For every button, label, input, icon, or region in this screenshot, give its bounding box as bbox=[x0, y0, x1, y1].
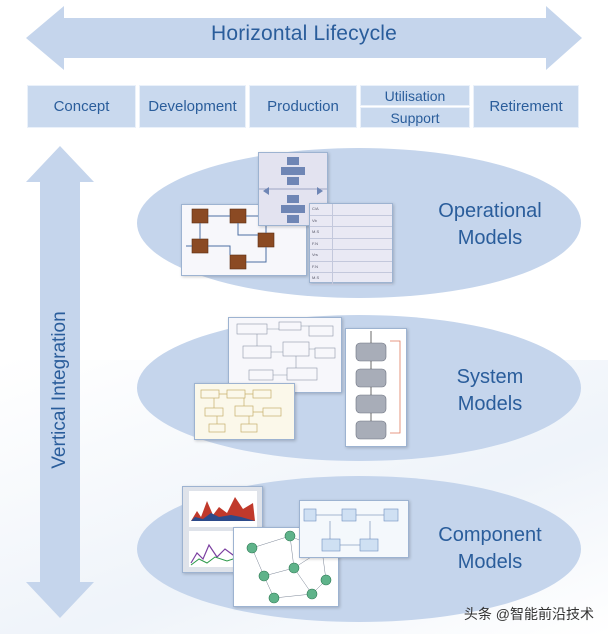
phase-support: Support bbox=[360, 107, 470, 128]
matrix-row-label: C/A bbox=[310, 204, 333, 215]
matrix-row: F.N bbox=[310, 261, 392, 273]
horizontal-lifecycle-title: Horizontal Lifecycle bbox=[210, 22, 398, 45]
phase-utilisation: Utilisation bbox=[360, 85, 470, 106]
vertical-integration-arrow bbox=[26, 146, 94, 618]
system-schematic bbox=[194, 383, 295, 440]
component-label-line1: Component bbox=[438, 524, 542, 546]
component-pipeline-diagram bbox=[299, 500, 409, 558]
phase-development: Development bbox=[139, 85, 246, 128]
matrix-row: Vb bbox=[310, 215, 392, 227]
matrix-row-label: F.N bbox=[310, 261, 333, 272]
matrix-row-label: M.S bbox=[310, 227, 333, 238]
vertical-integration-title: Vertical Integration bbox=[49, 311, 70, 469]
matrix-row-label: M.S bbox=[310, 273, 333, 284]
phase-production: Production bbox=[249, 85, 357, 128]
system-block-diagram bbox=[228, 317, 342, 393]
watermark: 头条 @智能前沿技术 bbox=[463, 606, 594, 622]
matrix-row: M.S bbox=[310, 273, 392, 285]
matrix-row: F.N bbox=[310, 238, 392, 250]
matrix-row: C/A bbox=[310, 204, 392, 216]
component-models-label: Component Models bbox=[410, 522, 570, 576]
operational-models-label: Operational Models bbox=[410, 198, 570, 252]
matrix-row-label: Vrs bbox=[310, 250, 333, 261]
matrix-row-label: F.N bbox=[310, 238, 333, 249]
system-chain-diagram bbox=[345, 328, 407, 447]
operational-label-line2: Models bbox=[457, 227, 523, 249]
system-models-label: System Models bbox=[410, 364, 570, 418]
horizontal-lifecycle-arrow bbox=[26, 6, 582, 70]
matrix-row: Vrs bbox=[310, 250, 392, 262]
system-label-line2: Models bbox=[457, 393, 523, 415]
phase-concept: Concept bbox=[27, 85, 136, 128]
phase-retirement: Retirement bbox=[473, 85, 579, 128]
system-label-line1: System bbox=[456, 366, 524, 388]
operational-label-line1: Operational bbox=[438, 200, 542, 222]
matrix-row: M.S bbox=[310, 227, 392, 239]
matrix-row-label: Vb bbox=[310, 215, 333, 226]
component-label-line2: Models bbox=[457, 551, 523, 573]
